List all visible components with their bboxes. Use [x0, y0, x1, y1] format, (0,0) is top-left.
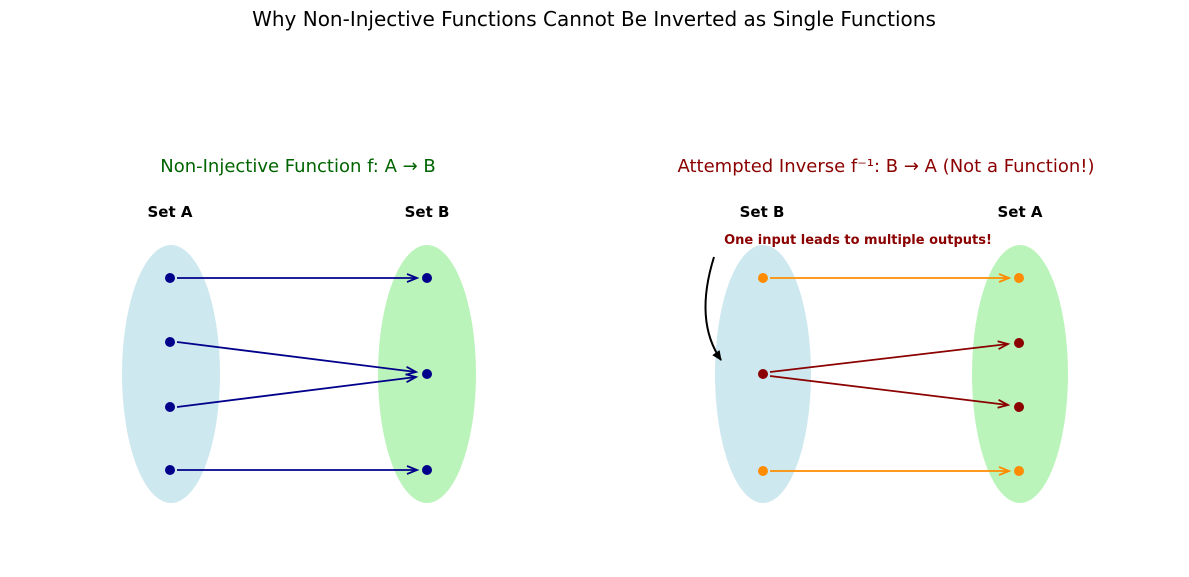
set-a-output-dot-1 [1014, 273, 1024, 283]
left-panel-set-b-label: Set B [404, 203, 450, 221]
right-panel-set-a-label: Set A [997, 203, 1043, 221]
inverse-arrow-b2-a2 [769, 340, 1011, 373]
set-b-dot-2 [422, 369, 432, 379]
set-b-input-dot-2-problem [758, 369, 768, 379]
set-a-dot-3 [165, 402, 175, 412]
set-a-output-dot-2-problem [1014, 338, 1024, 348]
set-b-dot-3 [422, 465, 432, 475]
left-panel-set-a-label: Set A [147, 203, 193, 221]
annotation-pointer-arrow [704, 256, 722, 361]
set-b-input-dot-3 [758, 466, 768, 476]
right-panel-set-a-ellipse [972, 245, 1068, 503]
figure-title: Why Non-Injective Functions Cannot Be In… [252, 7, 936, 31]
multiple-outputs-annotation: One input leads to multiple outputs! [724, 233, 992, 248]
set-a-dot-1 [165, 273, 175, 283]
set-b-input-dot-1 [758, 273, 768, 283]
set-a-dot-4 [165, 465, 175, 475]
left-panel-title: Non-Injective Function f: A → B [160, 156, 436, 177]
set-a-output-dot-4 [1014, 466, 1024, 476]
inverse-arrow-b2-a3 [769, 375, 1011, 409]
set-a-dot-2 [165, 337, 175, 347]
mapping-arrow-a2-b2 [176, 341, 419, 376]
set-a-output-dot-3-problem [1014, 402, 1024, 412]
right-panel-set-b-label: Set B [739, 203, 785, 221]
left-panel-set-a-ellipse [122, 245, 220, 503]
mapping-arrow-a3-b2 [176, 373, 419, 408]
set-b-dot-1 [422, 273, 432, 283]
right-panel-title: Attempted Inverse f⁻¹: B → A (Not a Func… [677, 156, 1095, 177]
